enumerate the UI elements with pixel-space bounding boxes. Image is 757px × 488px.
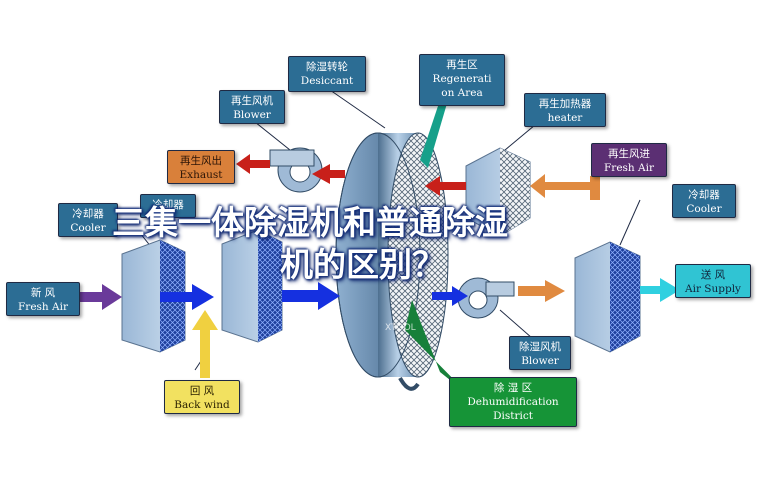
label-dehum-district-cn: 除 湿 区 (493, 382, 533, 394)
overlay-title: 三集一体除湿机和普通除湿 机的区别？ (112, 202, 652, 286)
label-regen-exhaust: 再生风出 Exhaust (167, 150, 235, 184)
label-desiccant: 除湿转轮 Desiccant (288, 56, 366, 92)
overlay-title-line1: 三集一体除湿机和普通除湿 (112, 203, 508, 242)
label-air-supply-en: Air Supply (685, 283, 741, 295)
label-regen-fresh-air-en: Fresh Air (604, 162, 654, 174)
label-dehum-district-en1: Dehumidification (467, 396, 559, 408)
label-regen-fresh-air-cn: 再生风进 (608, 148, 650, 160)
label-cooler-left-en: Cooler (70, 222, 106, 234)
label-dehum-district: 除 湿 区 Dehumidification District (449, 377, 577, 427)
label-regen-exhaust-en: Exhaust (179, 169, 223, 181)
regen-area-pointer (420, 100, 448, 168)
flow-arrows (80, 154, 680, 378)
label-air-supply-cn: 送 风 (700, 269, 726, 281)
label-cooler-left: 冷却器 Cooler (58, 203, 118, 237)
back-wind-arrow (192, 310, 218, 378)
label-fresh-air: 新 风 Fresh Air (6, 282, 80, 316)
dehum-blower-unit (457, 277, 515, 319)
air-supply-arrow (640, 278, 680, 302)
dehum-district-pointer (405, 300, 470, 396)
label-regen-area-en1: Regenerati (432, 73, 492, 85)
label-air-supply: 送 风 Air Supply (675, 264, 751, 298)
cooler-to-cooler-arrow (160, 284, 214, 310)
exhaust-arrow (236, 154, 270, 174)
watermark: XTOOL (385, 323, 416, 333)
label-regen-heater-en: heater (547, 112, 583, 124)
cooler-to-wheel-arrow (282, 282, 340, 310)
label-regen-fresh-air: 再生风进 Fresh Air (591, 143, 667, 177)
label-fresh-air-en: Fresh Air (18, 301, 68, 313)
label-cooler-right-en: Cooler (686, 203, 722, 215)
label-dehum-district-en2: District (493, 410, 533, 422)
regen-fresh-air-arrow (530, 174, 600, 200)
label-cooler-mid: 冷却器 (140, 194, 196, 218)
heater-to-wheel-arrow (425, 176, 466, 196)
cooler-mid-unit (221, 229, 283, 343)
label-dehum-blower: 除湿风机 Blower (509, 336, 571, 370)
label-regen-area-en2: on Area (441, 87, 483, 99)
label-back-wind-en: Back wind (174, 399, 230, 411)
label-desiccant-cn: 除湿转轮 (306, 61, 348, 73)
cooler-right-unit (574, 241, 641, 353)
label-regen-blower: 再生风机 Blower (219, 90, 285, 124)
label-cooler-left-cn: 冷却器 (72, 208, 104, 220)
regen-blower-unit (269, 147, 323, 193)
label-cooler-right: 冷却器 Cooler (672, 184, 736, 218)
label-back-wind-cn: 回 风 (189, 385, 215, 397)
label-regen-blower-cn: 再生风机 (231, 95, 273, 107)
label-regen-heater-cn: 再生加热器 (538, 98, 592, 110)
heater-unit (465, 147, 531, 237)
label-regen-exhaust-cn: 再生风出 (180, 155, 222, 167)
label-back-wind: 回 风 Back wind (164, 380, 240, 414)
label-dehum-blower-en: Blower (521, 355, 559, 367)
label-regen-heater: 再生加热器 heater (524, 93, 606, 127)
label-cooler-right-cn: 冷却器 (688, 189, 720, 201)
label-regen-area-cn: 再生区 (446, 59, 478, 71)
label-desiccant-en: Desiccant (300, 75, 354, 87)
label-regen-blower-en: Blower (233, 109, 271, 121)
wheel-to-regen-blower-arrow (312, 164, 345, 184)
wheel-to-blower-arrow (432, 286, 468, 306)
blower-to-cooler-arrow (518, 280, 565, 302)
fresh-air-arrow (80, 284, 122, 310)
overlay-title-line2: 机的区别？ (280, 245, 445, 284)
label-regen-area: 再生区 Regenerati on Area (419, 54, 505, 106)
label-dehum-blower-cn: 除湿风机 (519, 341, 561, 353)
label-cooler-mid-cn: 冷却器 (152, 199, 184, 211)
label-fresh-air-cn: 新 风 (30, 287, 56, 299)
